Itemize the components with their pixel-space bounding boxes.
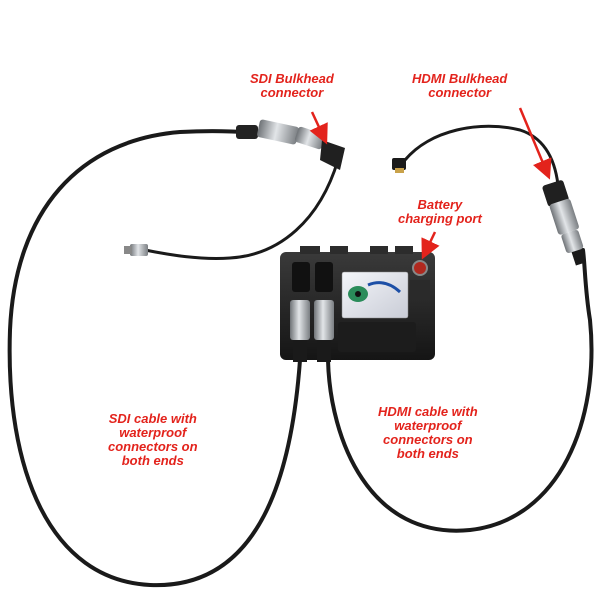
sdi-bulkhead-arrow (309, 111, 328, 145)
hdmi-bulkhead-connector (542, 180, 586, 266)
housing-connectors (290, 262, 334, 362)
battery-port-label: Battery charging port (398, 197, 482, 226)
sdi-small-connector (124, 244, 148, 256)
sdi-pigtail (144, 159, 340, 260)
sdi-bulkhead-label: SDI Bulkhead connector (250, 71, 334, 100)
hdmi-bulkhead-label: HDMI Bulkhead connector (412, 71, 508, 100)
sdi-bulkhead-connector (236, 119, 345, 170)
hdmi-cable-label: HDMI cable with waterproof connectors on… (378, 404, 478, 461)
battery-port-arrow (421, 231, 440, 260)
hdmi-cable (326, 248, 594, 533)
hdmi-small-plug (392, 158, 406, 173)
sdi-cable-label: SDI cable with waterproof connectors on … (108, 411, 198, 468)
hdmi-pigtail (403, 124, 560, 186)
sdi-cable (7, 129, 302, 588)
hdmi-bulkhead-arrow (518, 107, 552, 180)
